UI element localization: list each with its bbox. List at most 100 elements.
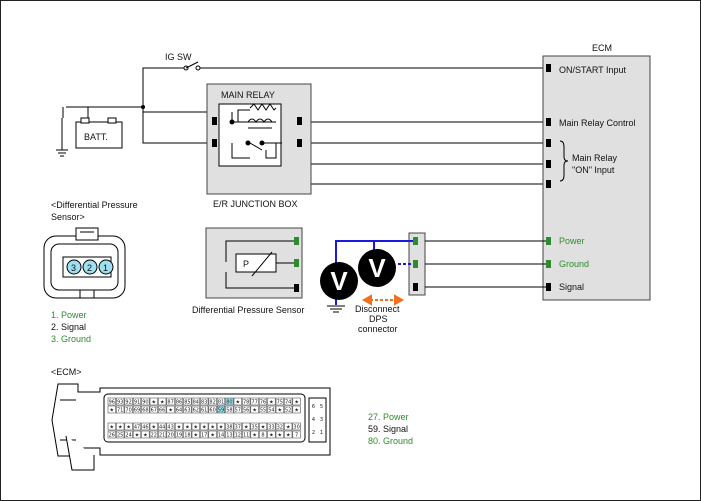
- dps-legend-power: 1. Power: [51, 310, 87, 320]
- ecm-pin-label: 18: [184, 432, 190, 438]
- ecm-pin-cell: [141, 405, 150, 414]
- jb-box-label: E/R JUNCTION BOX: [213, 199, 298, 209]
- ecm-pin-cell: [191, 422, 200, 431]
- ecm-pin-label: 71: [117, 407, 123, 413]
- ecm-pin-cell: [116, 405, 125, 414]
- ecm-pin-cell: [216, 430, 226, 439]
- jb-pin-2: [212, 139, 217, 147]
- ecm-pin-cell: [191, 397, 200, 406]
- ecm-pin-cell: [267, 430, 276, 439]
- ecm-pin-cell: [242, 430, 251, 439]
- ecm-pin-cell: [124, 430, 133, 439]
- batt-label: BATT.: [84, 132, 108, 142]
- ecm-pin-label: 74: [285, 399, 291, 405]
- ig-switch: [141, 61, 201, 109]
- ecm-pin-cell: [292, 422, 301, 431]
- ecm-pin-label: 69: [134, 407, 140, 413]
- ecm-main-relay-control-label: Main Relay Control: [559, 118, 636, 128]
- relay-on-wire-2: [299, 143, 546, 165]
- ecm-pin-label: ★: [269, 399, 274, 405]
- ecm-legend-ground: 80. Ground: [368, 436, 413, 446]
- ecm-pin-cell: [292, 397, 301, 406]
- ecm-pin-label: ★: [110, 424, 115, 430]
- ecm-right-pin-label: 4: [312, 417, 315, 423]
- ecm-pin-label: 14: [218, 432, 224, 438]
- ecm-pin-cell: [208, 405, 217, 414]
- ecm-pin-label: ★: [294, 407, 299, 413]
- ecm-pin-label: ★: [278, 407, 283, 413]
- ecm-pin-label: 12: [235, 432, 241, 438]
- jb-pin-3: [297, 117, 302, 125]
- disconnect-label-1: Disconnect: [355, 304, 400, 314]
- ecm-box: [542, 55, 651, 301]
- dps-title-1: <Differential Pressure: [51, 200, 138, 210]
- ecm-pin-cell: [208, 397, 217, 406]
- ecm-pin-label: ★: [286, 432, 291, 438]
- ecm-pin-label: ★: [252, 407, 257, 413]
- ecm-pin-label: 77: [251, 399, 257, 405]
- ecm-pin-cell: [267, 405, 276, 414]
- ecm-pin-cell: [158, 422, 167, 431]
- ecm-pin-label: 37: [235, 424, 241, 430]
- dps-pins: 3 2 1: [66, 259, 114, 275]
- ecm-pin-label: 20: [167, 432, 173, 438]
- ecm-pin-cell: [258, 397, 268, 406]
- ecm-label: ECM: [592, 43, 612, 53]
- dps-pin-2: 2: [87, 263, 92, 273]
- ecm-pin-label: 35: [251, 424, 257, 430]
- ecm-pin-cell: [124, 422, 133, 431]
- ecm-pins: [546, 64, 551, 291]
- ecm-pin-label: 75: [277, 399, 283, 405]
- ecm-signal-label: Signal: [559, 282, 584, 292]
- ecm-pin-label: 90: [142, 399, 148, 405]
- ecm-pin-cell: [233, 405, 242, 414]
- ecm-pin-cell: [250, 405, 259, 414]
- ecm-pin-cell: [208, 422, 217, 431]
- ecm-pin-label: 32: [277, 424, 283, 430]
- ecm-pin-cell: [258, 405, 268, 414]
- ecm-pin-cell: [284, 405, 293, 414]
- ecm-pin-label: ★: [135, 432, 140, 438]
- ecm-pin-cell: [216, 422, 226, 431]
- ecm-ground-label: Ground: [559, 259, 589, 269]
- ecm-pin-cell: [141, 430, 150, 439]
- ecm-pin-cell: [174, 405, 184, 414]
- voltmeter-1-symbol: V: [330, 266, 348, 296]
- ecm-pin-cell: [225, 430, 234, 439]
- ecm-pin-label: 66: [159, 407, 165, 413]
- ecm-pin-label: ★: [278, 432, 283, 438]
- ecm-pin-cell: [149, 397, 158, 406]
- ecm-pin-label: ★: [177, 424, 182, 430]
- dps-sensor-label: Differential Pressure Sensor: [192, 305, 304, 315]
- ecm-connector-title: <ECM>: [51, 367, 82, 377]
- harness-pin-3: [413, 283, 418, 291]
- ecm-pin-label: ★: [194, 424, 199, 430]
- ecm-pin-cell: [132, 430, 142, 439]
- ecm-pin-cell: [250, 397, 259, 406]
- ecm-pin-label: 85: [184, 399, 190, 405]
- ecm-pin-label: ★: [126, 424, 131, 430]
- ecm-pin-label: 60: [209, 407, 215, 413]
- dps-legend-signal: 2. Signal: [51, 322, 86, 332]
- ecm-pin-cell: [250, 430, 259, 439]
- ecm-pin-label: 30: [293, 424, 299, 430]
- ecm-pin-label: 80: [226, 399, 232, 405]
- ecm-pin-label: 76: [260, 399, 266, 405]
- jb-pin-1: [212, 117, 217, 125]
- ecm-pin-cell: [242, 405, 251, 414]
- ecm-pin-cell: [166, 405, 175, 414]
- ecm-pin-label: 82: [209, 399, 215, 405]
- ecm-right-pin-label: 1: [320, 430, 323, 436]
- ecm-pin-cell: [275, 405, 284, 414]
- ecm-pin-cell: [149, 430, 158, 439]
- ecm-pin-label: ★: [160, 399, 165, 405]
- ecm-pin-cell: [116, 422, 125, 431]
- main-relay-label: MAIN RELAY: [221, 90, 275, 100]
- dps-sensor-pin-3: [294, 284, 299, 292]
- ecm-pin-cell: [284, 422, 293, 431]
- relay-body: [218, 103, 282, 167]
- ecm-pin-label: 64: [176, 407, 182, 413]
- ecm-pin-label: 33: [268, 424, 274, 430]
- ecm-pin-label: 62: [193, 407, 199, 413]
